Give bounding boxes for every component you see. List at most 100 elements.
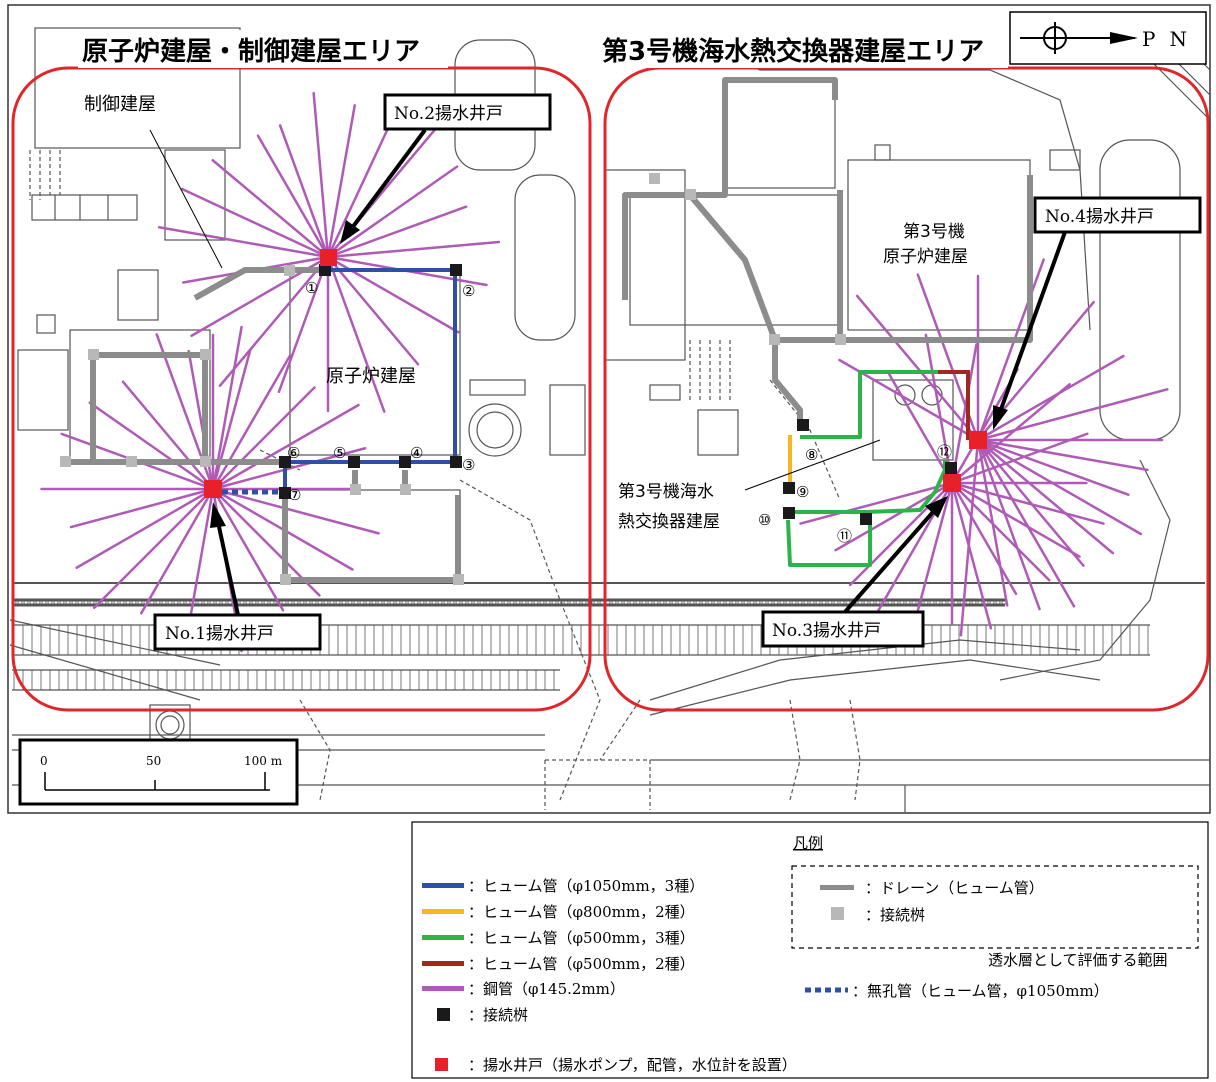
- manhole-9: ⑨: [796, 483, 809, 501]
- label-control-building: 制御建屋: [84, 94, 156, 115]
- steel-pipe: [180, 187, 330, 259]
- steel-pipe: [211, 386, 316, 491]
- well-no3-marker: [943, 474, 961, 492]
- steel-pipe: [121, 380, 215, 491]
- manhole-10: ⑩: [758, 511, 771, 529]
- railway-ties: [11, 600, 1149, 690]
- manhole-12: ⑫: [937, 443, 952, 461]
- label-unit3-line1: 第3号機: [903, 222, 965, 242]
- label-unit3-line2: 原子炉建屋: [883, 247, 968, 267]
- steel-pipe: [211, 354, 292, 491]
- scale-50: 50: [146, 754, 161, 768]
- steel-pipe: [256, 134, 330, 259]
- steel-pipe: [211, 403, 360, 491]
- well-no4-marker: [969, 431, 987, 449]
- legend-item-5: ：鋼管（φ145.2mm）: [468, 980, 625, 998]
- manhole-5: ⑤: [333, 444, 346, 462]
- well-no2-label: No.2揚水井戸: [394, 104, 503, 124]
- steel-pipe: [976, 438, 1130, 496]
- building-labels: 制御建屋 原子炉建屋 第3号機 原子炉建屋 第3号機海水 熱交換器建屋: [84, 94, 968, 537]
- steel-pipe: [959, 438, 980, 637]
- background-plan: [7, 4, 1211, 814]
- steel-pipe: [326, 255, 420, 366]
- steel-pipe: [950, 481, 1105, 525]
- steel-pipe: [69, 487, 215, 529]
- pump-wells: [204, 249, 987, 498]
- manhole-3: ③: [462, 456, 475, 474]
- well-callouts: No.2揚水井戸 No.1揚水井戸 No.3揚水井戸 No.4揚水井戸: [153, 93, 1202, 651]
- well-no1-label: No.1揚水井戸: [165, 624, 274, 644]
- steel-pipe: [92, 487, 215, 610]
- steel-pipe: [326, 205, 468, 259]
- steel-pipe: [211, 487, 380, 535]
- steel-pipe: [277, 255, 330, 394]
- steel-pipe: [326, 104, 356, 259]
- legend-drain-pit: ：接続桝: [865, 906, 925, 924]
- manhole-11: ⑪: [837, 527, 852, 545]
- label-hx-line2: 熱交換器建屋: [618, 512, 720, 532]
- steel-pipe: [950, 481, 1051, 582]
- scale-bar: 0 50 100 m: [18, 738, 299, 806]
- steel-pipe: [950, 343, 978, 485]
- steel-pipe: [278, 124, 330, 259]
- steel-pipe: [211, 349, 252, 491]
- steel-pipe: [211, 487, 285, 612]
- steel-pipe: [326, 240, 501, 259]
- hume-pipe-500-type2: [938, 370, 970, 440]
- steel-pipe: [799, 481, 954, 525]
- steel-pipe: [976, 438, 1076, 608]
- label-reactor-building: 原子炉建屋: [326, 366, 416, 387]
- steel-pipe: [886, 370, 954, 485]
- legend-item-2: ：ヒューム管（φ800mm，2種）: [468, 903, 695, 921]
- steel-pipe: [976, 438, 1009, 607]
- drain-pipes: [65, 77, 1033, 583]
- steel-pipe: [976, 438, 1041, 611]
- steel-pipe: [976, 438, 1143, 536]
- legend-item-1: ：ヒューム管（φ1050mm，3種）: [468, 877, 704, 895]
- steel-pipe: [950, 481, 1018, 596]
- steel-pipe: [140, 487, 215, 615]
- steel-pipe: [950, 383, 1071, 485]
- legend-item-7: ：揚水井戸（揚水ポンプ，配管，水位計を設置）: [468, 1056, 797, 1074]
- steel-pipe: [75, 487, 215, 569]
- steel-pipe: [326, 165, 459, 259]
- manhole-1: ①: [305, 279, 318, 297]
- steel-pipe: [976, 354, 1125, 442]
- steel-pipe: [187, 349, 215, 491]
- steel-pipe: [88, 401, 215, 491]
- scale-100: 100 m: [244, 754, 283, 768]
- legend-item-6: ：接続桝: [468, 1006, 528, 1024]
- manhole-2: ②: [462, 282, 475, 300]
- north-arrow: PN: [1009, 11, 1207, 65]
- drain-pits: [60, 173, 846, 585]
- area-title-left: 原子炉建屋・制御建屋エリア: [82, 36, 420, 67]
- well-no2-marker: [320, 249, 337, 266]
- well-no3-label: No.3揚水井戸: [772, 621, 881, 641]
- well-no1-marker: [204, 480, 222, 498]
- manhole-numbers: ① ② ③ ④ ⑤ ⑥ ⑦ ⑧ ⑨ ⑩ ⑪ ⑫: [287, 279, 952, 545]
- area-title-right: 第3号機海水熱交換器建屋エリア: [602, 36, 984, 67]
- steel-pipe: [326, 255, 386, 413]
- legend: 凡例 ：ヒューム管（φ1050mm，3種） ：ヒューム管（φ800mm，2種） …: [411, 821, 1209, 1079]
- steel-pipe: [976, 388, 1169, 442]
- manhole-8: ⑧: [805, 446, 818, 464]
- legend-drain: ：ドレーン（ヒューム管）: [865, 879, 1044, 897]
- legend-item-4: ：ヒューム管（φ500mm，2種）: [468, 955, 695, 973]
- steel-pipe: [855, 294, 980, 442]
- steel-pipe: [326, 125, 390, 259]
- steel-pipe: [157, 225, 330, 259]
- steel-pipe: [916, 481, 954, 611]
- steel-pipe: [312, 91, 330, 259]
- steel-pipe: [218, 255, 330, 387]
- manhole-4: ④: [410, 444, 423, 462]
- steel-pipe: [848, 481, 954, 587]
- scale-0: 0: [40, 754, 48, 768]
- steel-pipe: [976, 438, 1115, 555]
- steel-pipe: [976, 438, 1085, 567]
- well-no4-label: No.4揚水井戸: [1045, 207, 1154, 227]
- steel-pipe: [950, 481, 993, 630]
- legend-nonporous: ：無孔管（ヒューム管，φ1050mm）: [852, 982, 1109, 1000]
- legend-title: 凡例: [793, 834, 823, 852]
- manhole-6: ⑥: [287, 444, 300, 462]
- steel-pipe: [924, 333, 954, 485]
